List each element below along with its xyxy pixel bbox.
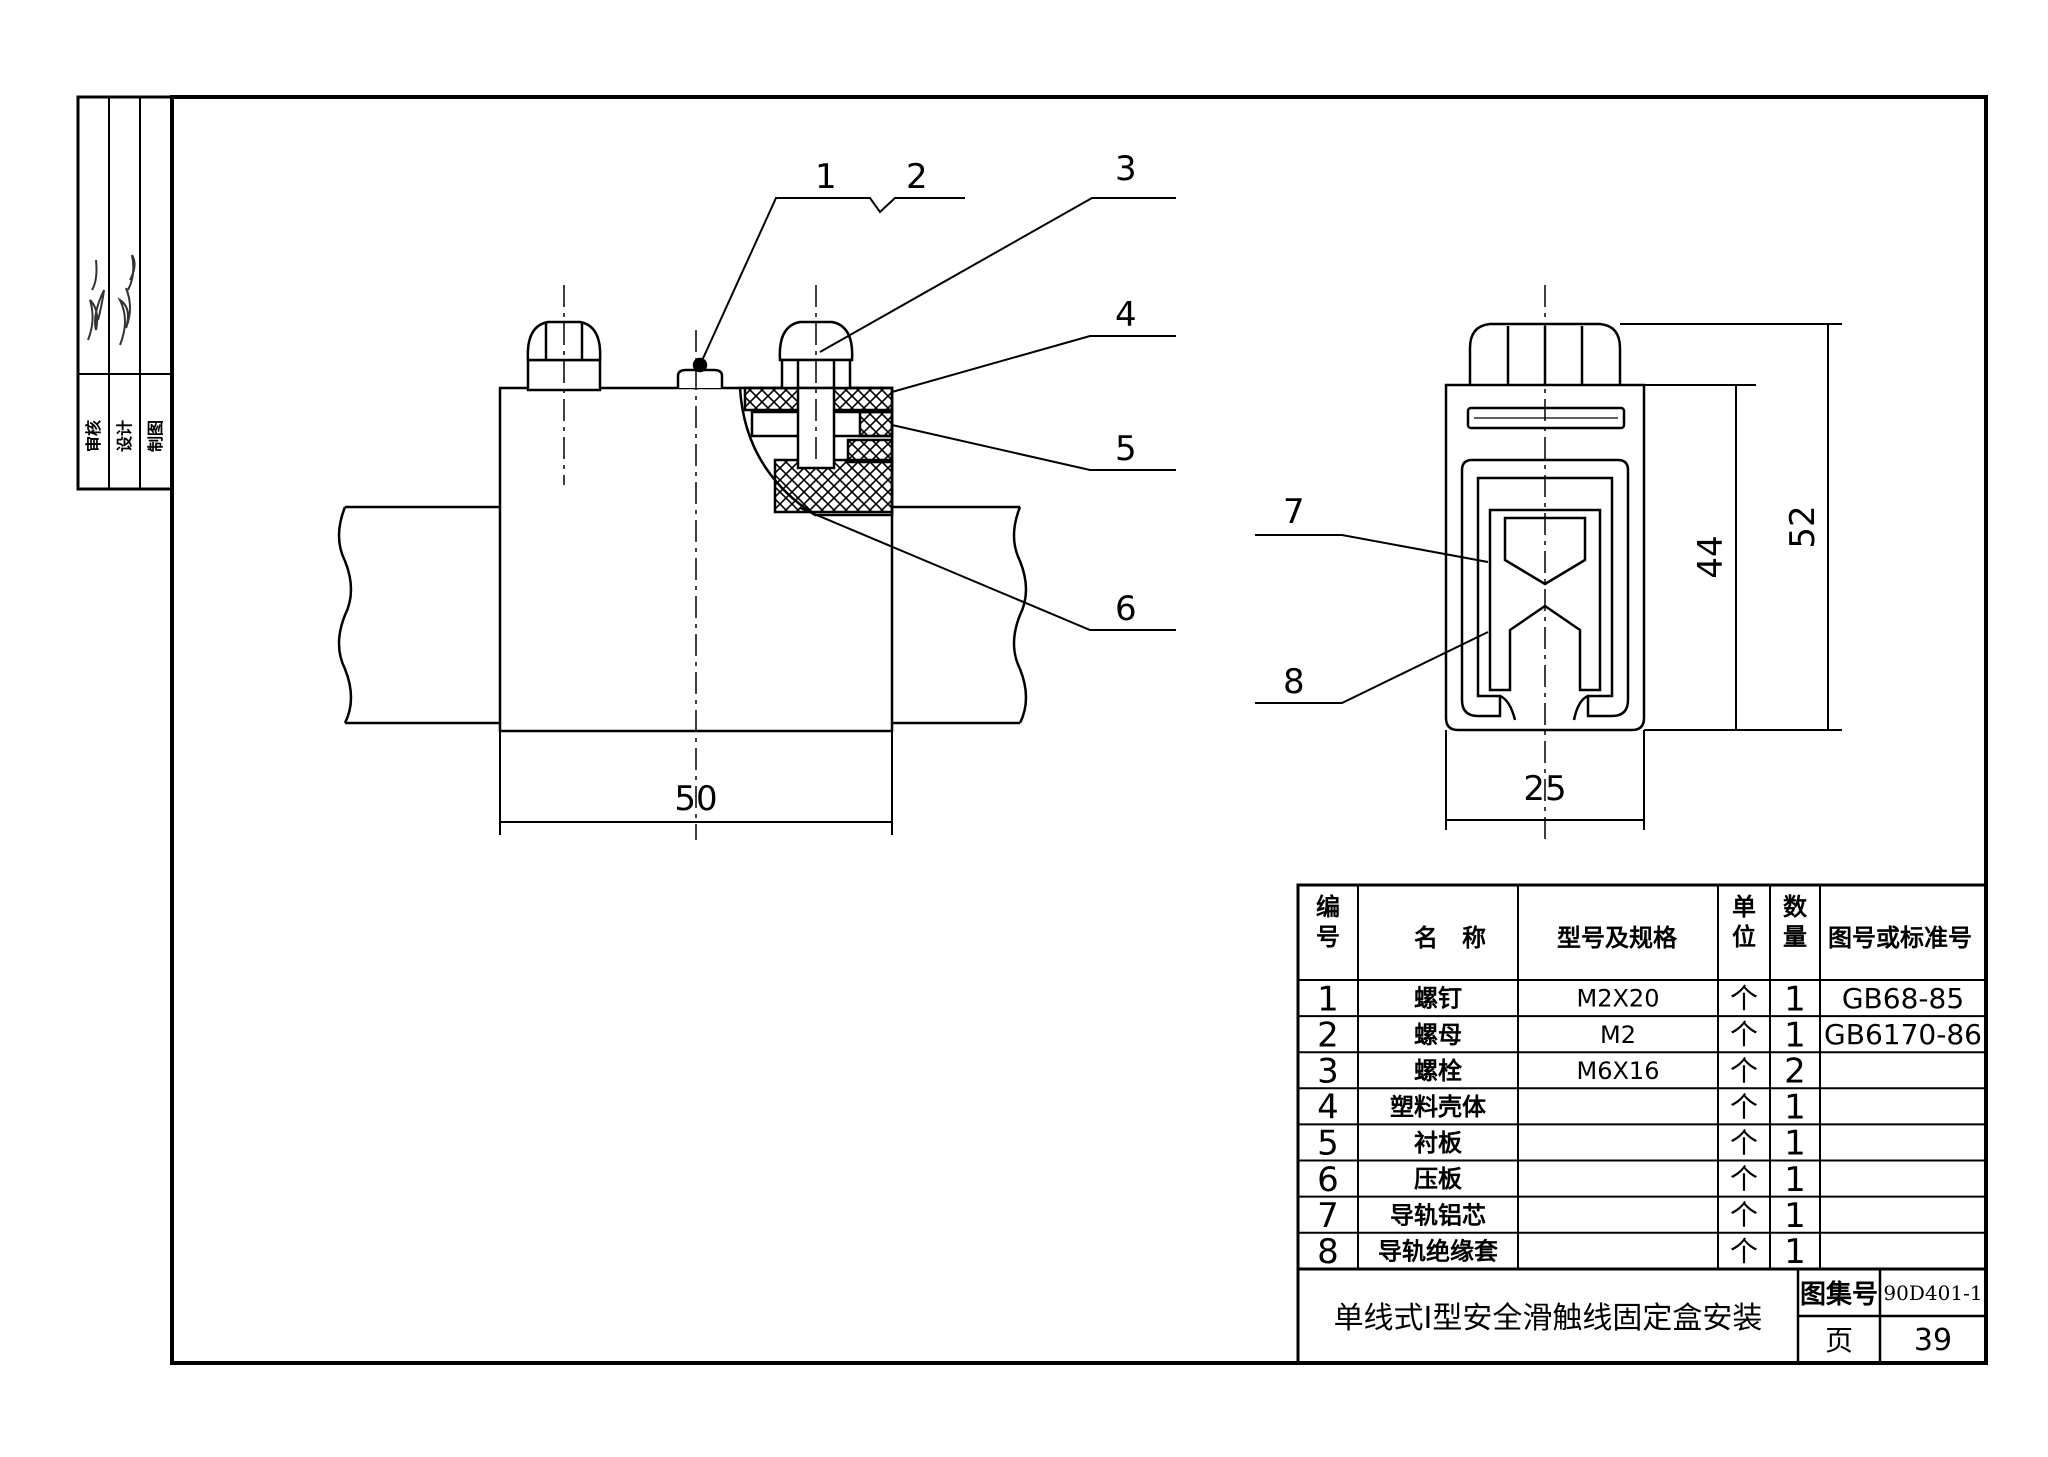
cell-no: 2 [1317, 1015, 1339, 1055]
callout-2: 2 [906, 157, 928, 197]
dim-height-52: 52 [1783, 505, 1823, 548]
dim-width-50: 50 [674, 779, 717, 819]
callout-6: 6 [1115, 589, 1137, 629]
header-std: 图号或标准号 [1828, 924, 1972, 952]
cell-name: 导轨铝芯 [1390, 1201, 1486, 1229]
rail-break-left [337, 506, 353, 724]
cell-spec: M6X16 [1577, 1057, 1660, 1085]
cell-name: 螺母 [1414, 1021, 1462, 1049]
small-nut [676, 368, 724, 388]
cell-name: 压板 [1414, 1165, 1463, 1193]
left-leaders [699, 197, 1176, 631]
header-name: 名 称 [1414, 924, 1486, 952]
cell-no: 1 [1317, 979, 1339, 1019]
cell-no: 8 [1317, 1232, 1339, 1272]
rail-break-right [1012, 506, 1028, 724]
cell-qty: 1 [1784, 1015, 1806, 1055]
rail-core-inner [1503, 516, 1587, 586]
dim-height-44: 44 [1691, 535, 1731, 578]
rail-body [345, 505, 1020, 725]
right-dimensions [1445, 323, 1842, 830]
right-leaders [1255, 534, 1489, 704]
role-design: 设计 [115, 420, 134, 452]
cell-name: 螺钉 [1414, 985, 1462, 1013]
cell-qty: 1 [1784, 1196, 1806, 1236]
cell-qty: 2 [1784, 1051, 1806, 1091]
rail-core [1488, 508, 1602, 692]
title-block: 单线式Ⅰ型安全滑触线固定盒安装 图集号 90D401-1 页 39 [1296, 1267, 1988, 1365]
left-dimension [499, 731, 893, 835]
cell-no: 4 [1317, 1088, 1339, 1128]
cell-no: 5 [1317, 1124, 1339, 1164]
callout-8: 8 [1283, 662, 1305, 702]
drawing-title: 单线式Ⅰ型安全滑触线固定盒安装 [1334, 1301, 1763, 1336]
housing-slot [1466, 406, 1626, 430]
cell-unit: 个 [1730, 1235, 1758, 1268]
callout-5: 5 [1115, 429, 1137, 469]
liner-hatch [858, 410, 894, 438]
cell-name: 导轨绝缘套 [1378, 1237, 1499, 1265]
role-review: 审核 [84, 420, 103, 452]
cell-unit: 个 [1730, 1054, 1758, 1087]
cell-spec: M2 [1600, 1021, 1636, 1049]
cell-unit: 个 [1730, 982, 1758, 1015]
cell-no: 3 [1317, 1051, 1339, 1091]
cell-std: GB68-85 [1842, 982, 1964, 1015]
cell-unit: 个 [1730, 1018, 1758, 1051]
cell-no: 6 [1317, 1160, 1339, 1200]
header-spec: 型号及规格 [1557, 924, 1678, 952]
cell-qty: 1 [1784, 1088, 1806, 1128]
callout-3: 3 [1115, 149, 1137, 189]
cell-qty: 1 [1784, 1124, 1806, 1164]
cell-unit: 个 [1730, 1199, 1758, 1232]
atlas-label: 图集号 [1800, 1279, 1878, 1310]
header-qty: 数量 [1783, 893, 1808, 951]
dim-width-25: 25 [1523, 769, 1566, 809]
left-centerlines [563, 285, 817, 840]
header-unit: 单位 [1732, 893, 1756, 951]
cell-name: 塑料壳体 [1390, 1093, 1487, 1121]
header-no: 编号 [1316, 893, 1340, 951]
callout-4: 4 [1115, 295, 1137, 335]
cell-unit: 个 [1730, 1090, 1758, 1123]
cell-name: 螺栓 [1414, 1057, 1462, 1085]
cell-qty: 1 [1784, 979, 1806, 1019]
cell-no: 7 [1317, 1196, 1339, 1236]
page-number: 39 [1914, 1323, 1952, 1358]
cell-name: 衬板 [1414, 1129, 1463, 1157]
cell-qty: 1 [1784, 1232, 1806, 1272]
cell-spec: M2X20 [1577, 985, 1660, 1013]
side-stamp: 审核 设计 制图 [76, 95, 174, 491]
signature-2 [117, 254, 136, 346]
housing-inner [1460, 458, 1630, 718]
cell-std: GB6170-86 [1824, 1018, 1982, 1051]
drawing-frame [170, 95, 1988, 1365]
cell-qty: 1 [1784, 1160, 1806, 1200]
callout-7: 7 [1283, 492, 1305, 532]
inner-slot [846, 438, 894, 464]
atlas-number: 90D401-1 [1883, 1281, 1982, 1305]
signature-1 [87, 259, 105, 341]
cell-unit: 个 [1730, 1127, 1758, 1160]
role-drafting: 制图 [146, 420, 165, 452]
page-label: 页 [1825, 1324, 1853, 1357]
callout-1: 1 [815, 157, 837, 197]
cell-unit: 个 [1730, 1163, 1758, 1196]
